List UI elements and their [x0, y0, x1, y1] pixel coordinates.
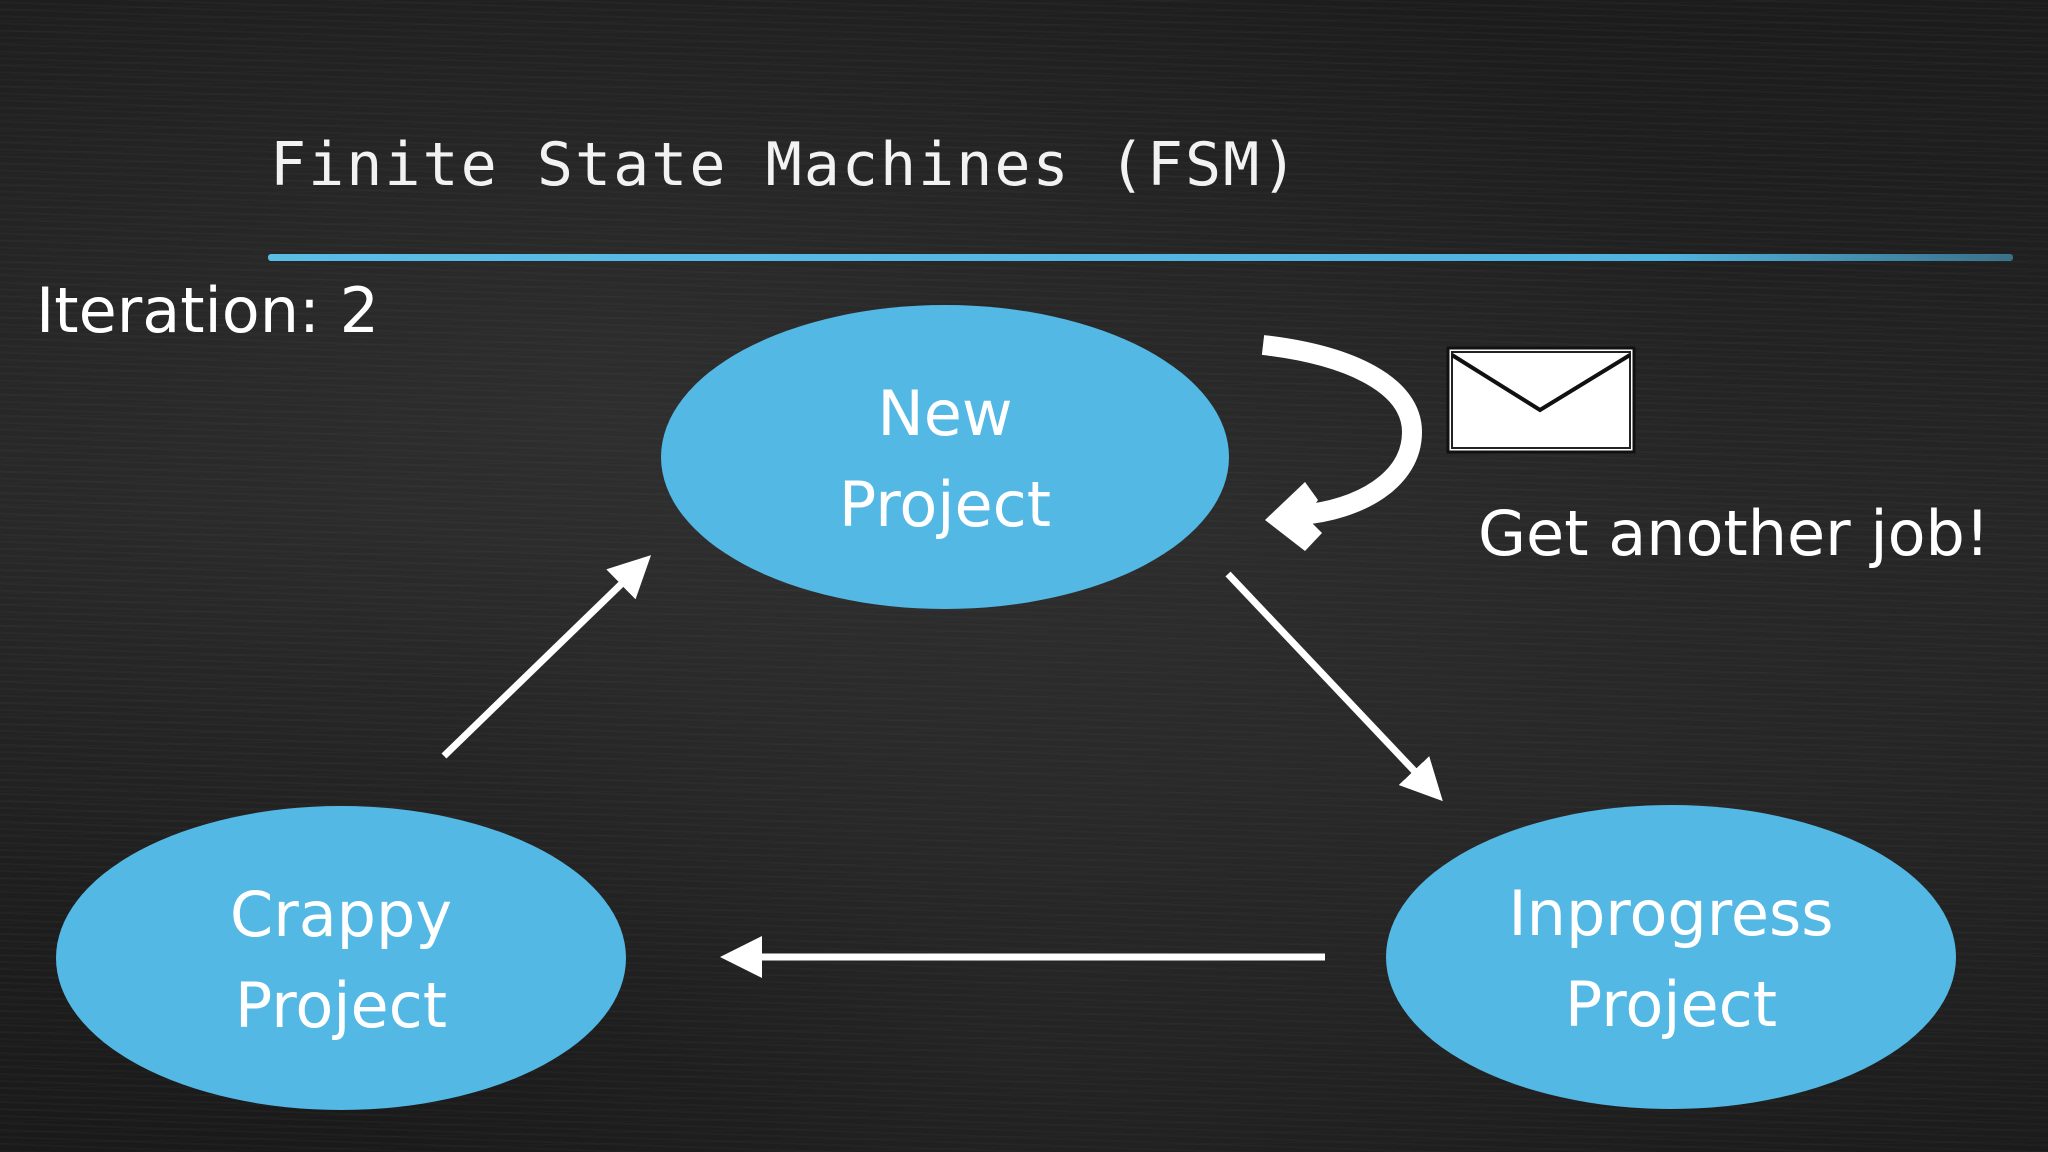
state-node-crappy — [56, 806, 626, 1110]
state-new-project: New Project — [661, 305, 1229, 609]
self-loop-arrow — [1261, 335, 1423, 525]
state-label-new-line1: New — [877, 377, 1012, 450]
slide-title: Finite State Machines (FSM) — [270, 130, 1300, 200]
state-inprogress-project: Inprogress Project — [1386, 805, 1956, 1109]
state-label-inprogress-line1: Inprogress — [1508, 877, 1833, 950]
state-label-crappy-line2: Project — [235, 969, 447, 1042]
self-loop-arrowhead — [1265, 482, 1322, 551]
state-node-new — [661, 305, 1229, 609]
state-label-crappy-line1: Crappy — [230, 878, 452, 951]
state-crappy-project: Crappy Project — [56, 806, 626, 1110]
title-underline — [268, 254, 2013, 261]
state-node-inprogress — [1386, 805, 1956, 1109]
state-label-new-line2: Project — [839, 468, 1051, 541]
transition-arrow-new-to-inprogress — [1225, 571, 1443, 802]
self-loop-note: Get another job! — [1478, 497, 1990, 570]
transition-arrow-crappy-to-new — [441, 555, 652, 759]
envelope-icon — [1446, 346, 1636, 454]
self-loop-new — [1261, 335, 1423, 551]
state-label-inprogress-line2: Project — [1565, 968, 1777, 1041]
iteration-label: Iteration: 2 — [36, 274, 380, 347]
